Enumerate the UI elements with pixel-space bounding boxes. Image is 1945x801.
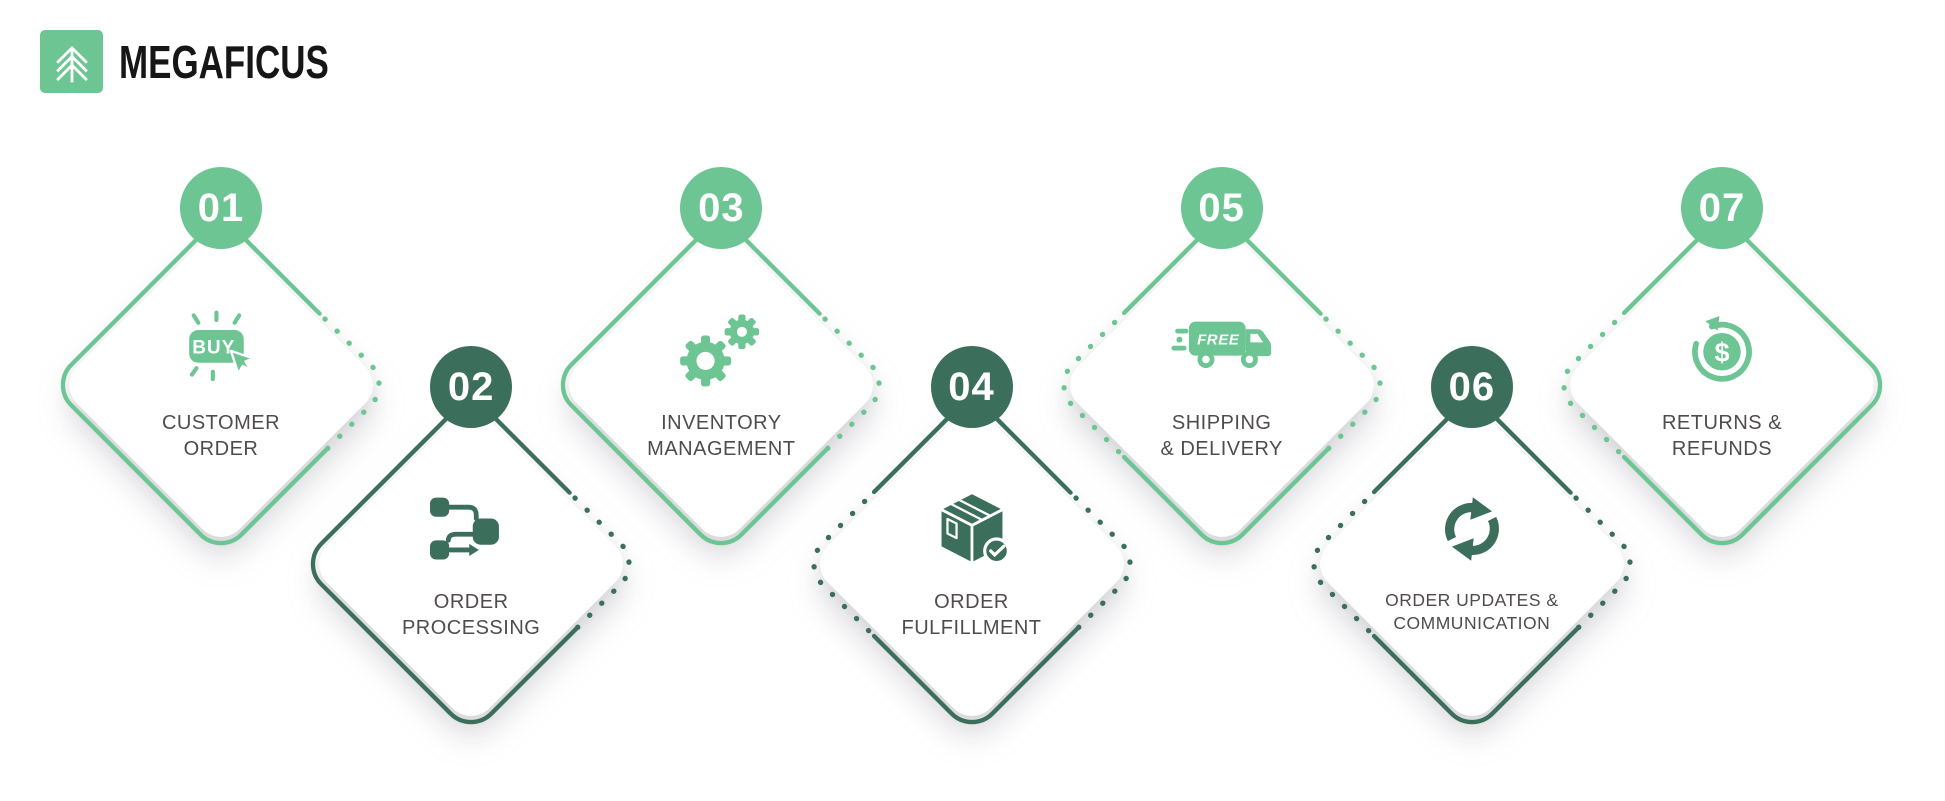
- process-step-04: ORDER FULFILLMENT 04: [795, 346, 1149, 741]
- dotted-connector: [822, 316, 882, 453]
- step-number: 05: [1198, 185, 1245, 230]
- process-step-03: INVENTORY MANAGEMENT 03: [544, 167, 898, 562]
- step-label: ORDER PROCESSING: [401, 591, 541, 639]
- dotted-connector: [810, 494, 871, 634]
- step-number: 04: [948, 364, 995, 409]
- step-icon: [346, 479, 596, 579]
- step-number: 07: [1698, 185, 1746, 230]
- step-number-badge: 07: [1681, 167, 1764, 249]
- step-icon: [847, 479, 1097, 579]
- buy-text: BUY: [192, 338, 235, 359]
- step-number: 01: [197, 185, 245, 230]
- dotted-connector: [1323, 316, 1383, 453]
- cursor-arrow-icon: [229, 349, 255, 375]
- process-step-06: ORDER UPDATES & COMMUNICATION 06: [1295, 346, 1649, 741]
- step-content: ORDER UPDATES & COMMUNICATION: [1347, 479, 1597, 635]
- dotted-connector: [1061, 315, 1121, 455]
- step-number-badge: 03: [680, 167, 763, 249]
- step-icon: [1347, 479, 1597, 579]
- sync-arrows-icon: [1444, 497, 1499, 561]
- step-icon: [596, 300, 846, 400]
- step-number-badge: 06: [1430, 346, 1513, 428]
- logo-text: MEGAFICUS: [119, 35, 329, 88]
- delivery-truck-icon: FREE: [1171, 321, 1271, 368]
- step-content: ORDER PROCESSING: [346, 479, 596, 641]
- gears-icon: [680, 314, 760, 387]
- step-content: FREE SHIPPING & DELIVERY: [1097, 300, 1347, 462]
- dotted-connector: [572, 495, 632, 632]
- dotted-connector: [322, 316, 382, 453]
- step-label: INVENTORY MANAGEMENT: [647, 412, 796, 460]
- money-return-icon: $: [1692, 315, 1752, 382]
- dollar-text: $: [1714, 337, 1729, 367]
- step-label: RETURNS & REFUNDS: [1661, 412, 1783, 460]
- logo: MEGAFICUS: [40, 30, 395, 93]
- dotted-connector: [1311, 494, 1372, 634]
- step-label: CUSTOMER ORDER: [161, 412, 281, 460]
- tree-logo-icon: [55, 45, 88, 82]
- step-number: 06: [1448, 364, 1496, 409]
- step-number: 03: [698, 185, 745, 230]
- step-number: 02: [447, 364, 495, 409]
- step-label: SHIPPING & DELIVERY: [1160, 412, 1283, 460]
- step-content: $ RETURNS & REFUNDS: [1597, 300, 1847, 462]
- process-step-05: FREE SHIPPING & DELIVERY 05: [1045, 167, 1399, 562]
- step-number-badge: 04: [930, 346, 1013, 428]
- process-step-01: BUY CUSTOMER ORDER 01: [44, 167, 398, 562]
- step-number-badge: 02: [430, 346, 513, 428]
- step-icon: $: [1597, 300, 1847, 400]
- step-icon: FREE: [1097, 300, 1347, 400]
- step-content: INVENTORY MANAGEMENT: [596, 300, 846, 462]
- step-content: ORDER FULFILLMENT: [847, 479, 1097, 641]
- logo-mark: [40, 30, 103, 93]
- process-step-07: $ RETURNS & REFUNDS 07: [1545, 167, 1899, 562]
- step-icon: BUY: [96, 300, 346, 400]
- package-check-icon: [938, 491, 1010, 565]
- step-content: BUY CUSTOMER ORDER: [96, 300, 346, 462]
- workflow-icon: [430, 497, 500, 560]
- step-label: ORDER UPDATES & COMMUNICATION: [1385, 590, 1559, 633]
- free-text: FREE: [1197, 331, 1240, 348]
- step-label: ORDER FULFILLMENT: [901, 591, 1042, 639]
- step-number-badge: 05: [1180, 167, 1263, 249]
- step-number-badge: 01: [180, 167, 262, 249]
- dotted-connector: [1561, 315, 1622, 455]
- process-step-02: ORDER PROCESSING 02: [294, 346, 648, 741]
- dotted-connector: [1573, 495, 1633, 632]
- buy-button-icon: BUY: [189, 310, 255, 382]
- dotted-connector: [1072, 495, 1133, 632]
